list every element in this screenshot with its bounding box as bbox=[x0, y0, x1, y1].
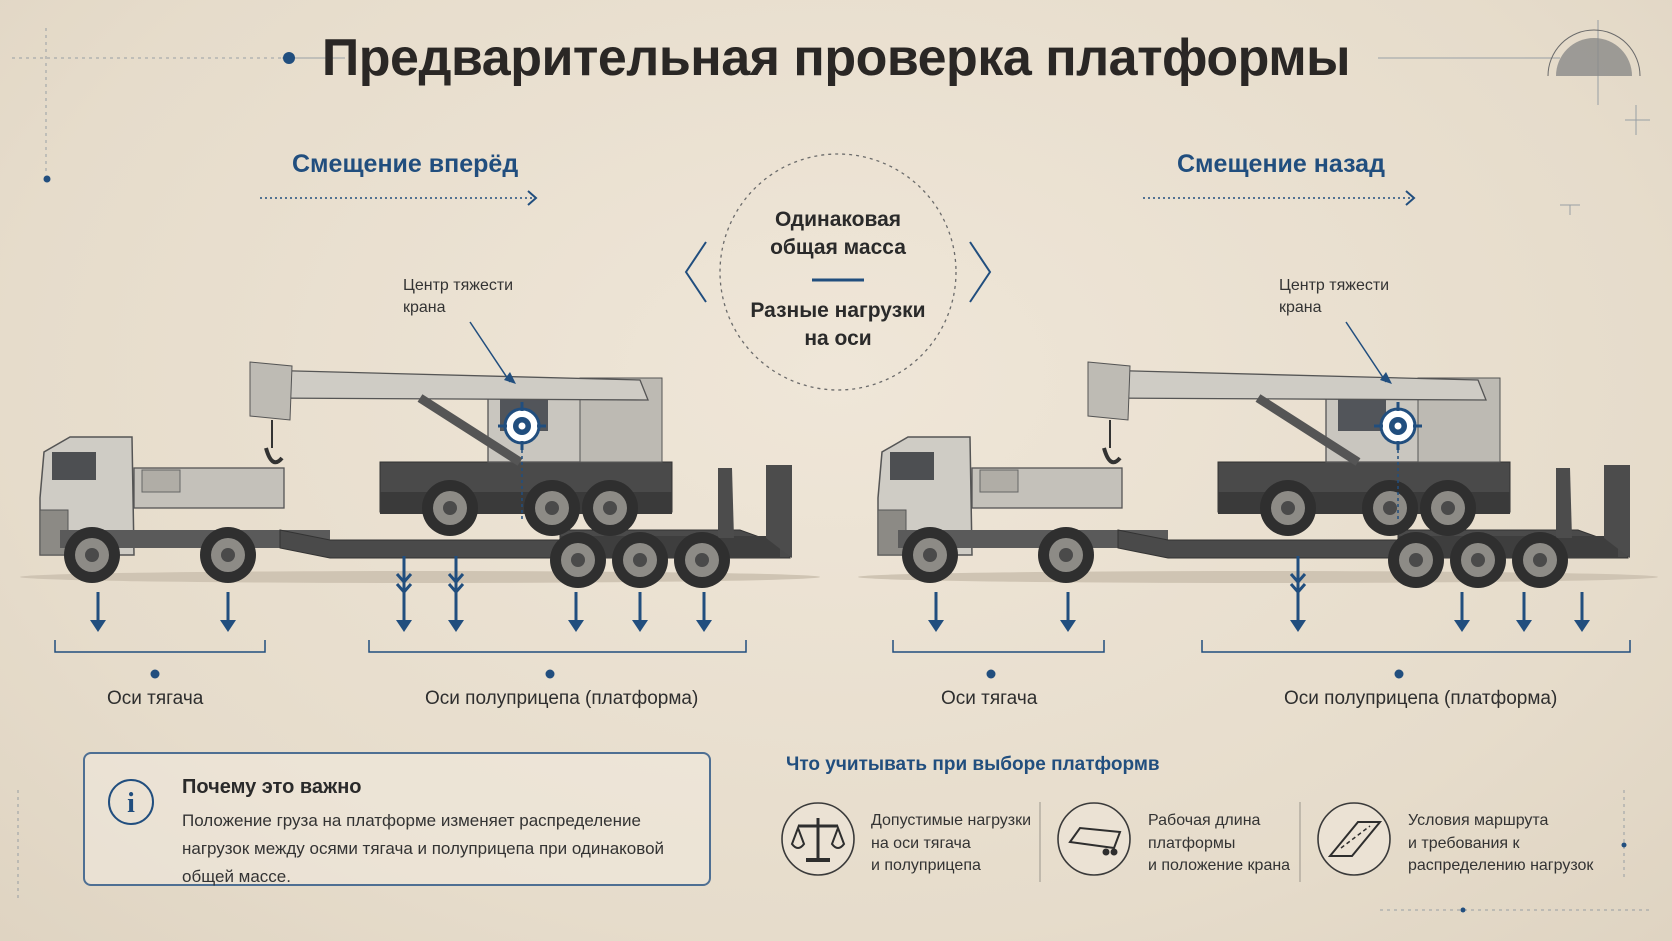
consider-item-platform-length: Рабочая длина платформы и положение кран… bbox=[1148, 810, 1318, 878]
center-line-2: общая масса bbox=[770, 236, 906, 259]
consider-item-2-line3: распределению нагрузок bbox=[1408, 857, 1594, 874]
consider-item-route: Условия маршрута и требования к распреде… bbox=[1408, 810, 1608, 878]
consider-item-0-line1: Допустимые нагрузки bbox=[871, 812, 1032, 829]
consider-item-axle-loads: Допустимые нагрузки на оси тягача и полу… bbox=[871, 810, 1041, 878]
cog-label-left-2: крана bbox=[403, 299, 446, 316]
tractor-axles-label-left: Оси тягача bbox=[107, 688, 204, 709]
svg-text:i: i bbox=[127, 788, 135, 819]
center-line-1: Одинаковая bbox=[774, 208, 902, 231]
consider-item-2-line1: Условия маршрута bbox=[1408, 812, 1549, 829]
consider-item-1-line3: и положение крана bbox=[1148, 857, 1291, 874]
scales-icon bbox=[781, 802, 855, 876]
info-title: Почему это важно bbox=[182, 776, 362, 798]
heading-backward-shift: Смещение назад bbox=[1177, 150, 1385, 178]
tractor-axles-label-right: Оси тягача bbox=[941, 688, 1038, 709]
center-line-3: Разные нагрузки bbox=[750, 299, 926, 322]
heading-forward-shift: Смещение вперёд bbox=[292, 150, 519, 178]
center-line-4: на оси bbox=[804, 327, 872, 350]
page-title: Предварительная проверка платформы bbox=[321, 29, 1351, 87]
consider-item-0-line3: и полуприцепа bbox=[871, 857, 981, 874]
trailer-axles-label-right: Оси полуприцепа (платформа) bbox=[1284, 688, 1558, 709]
cog-label-right-1: Центр тяжести bbox=[1279, 277, 1390, 294]
consider-title: Что учитывать при выборе платформв bbox=[786, 754, 1160, 775]
cog-label-left-1: Центр тяжести bbox=[403, 277, 514, 294]
consider-item-1-line2: платформы bbox=[1148, 834, 1236, 852]
trailer-axles-label-left: Оси полуприцепа (платформа) bbox=[425, 688, 699, 709]
trailer-icon bbox=[1057, 802, 1131, 876]
info-text: Положение груза на платформе изменяет ра… bbox=[182, 811, 665, 886]
cog-label-right-2: крана bbox=[1279, 299, 1322, 316]
consider-item-2-line2: и требования к bbox=[1408, 834, 1520, 852]
info-box: Почему это важно Положение груза на плат… bbox=[83, 752, 711, 886]
consider-item-0-line2: на оси тягача bbox=[871, 834, 971, 852]
consider-item-1-line1: Рабочая длина bbox=[1148, 812, 1261, 829]
road-icon bbox=[1317, 802, 1391, 876]
